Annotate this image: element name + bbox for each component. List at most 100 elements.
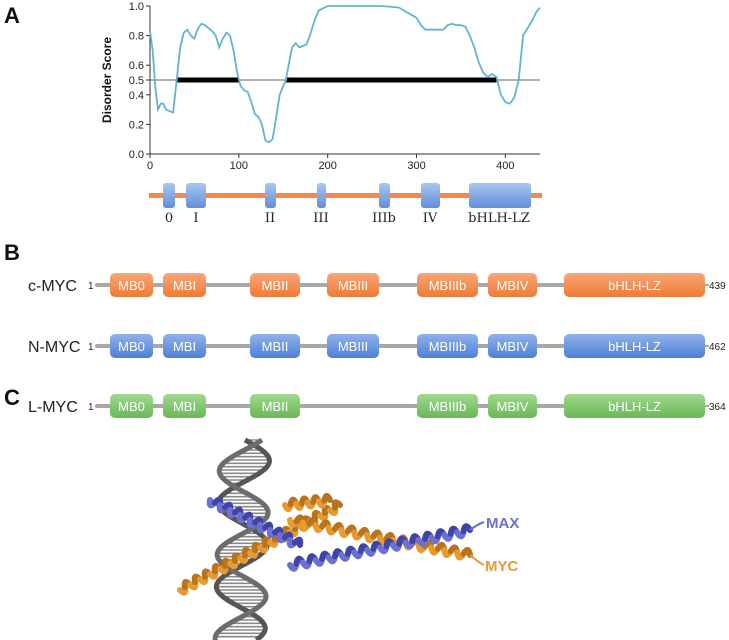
domain-label: MBIV xyxy=(497,278,529,293)
y-tick-label: 0.0 xyxy=(129,149,144,161)
domain-box xyxy=(110,334,153,358)
domain-box xyxy=(564,394,705,418)
y-tick-label: 0.5 xyxy=(129,75,144,87)
start-position: 1 xyxy=(88,281,94,292)
domain-label: MBIIIb xyxy=(429,399,467,414)
y-tick-label: 0.6 xyxy=(129,60,144,72)
protein-backbone xyxy=(95,344,705,348)
domain-label: IV xyxy=(423,211,438,226)
domain-label: IIIb xyxy=(372,211,396,226)
domain-box xyxy=(265,183,276,208)
max-helix-leucine-zipper xyxy=(287,523,473,572)
domain-box xyxy=(250,273,300,297)
panel-label-c: C xyxy=(4,385,20,410)
helix-turn xyxy=(321,492,333,504)
domain-box xyxy=(163,273,206,297)
domain-box xyxy=(417,394,478,418)
domain-label: MBIIIb xyxy=(429,339,467,354)
domain-label: MBIII xyxy=(338,339,368,354)
protein-name: L-MYC xyxy=(28,399,78,416)
myc-label: MYC xyxy=(485,558,519,575)
myc-max-dna-structure: MAX MYC xyxy=(177,437,519,640)
domain-box xyxy=(469,183,531,208)
domain-box xyxy=(488,334,537,358)
domain-box xyxy=(250,334,300,358)
protein-dna-ribbon xyxy=(177,437,485,640)
domain-box xyxy=(163,334,206,358)
domain-box xyxy=(488,394,537,418)
domain-box xyxy=(417,273,478,297)
x-tick-label: 400 xyxy=(496,160,514,172)
domain-label: MBI xyxy=(173,278,196,293)
y-tick-label: 0.4 xyxy=(129,90,144,102)
domain-label: MBI xyxy=(173,399,196,414)
domain-box xyxy=(327,273,379,297)
domain-label: MB0 xyxy=(118,278,145,293)
panel-label-b: B xyxy=(4,240,20,265)
x-tick-label: 100 xyxy=(230,160,248,172)
protein-backbone xyxy=(95,404,705,408)
domain-label: MBIV xyxy=(497,339,529,354)
domain-box xyxy=(488,273,537,297)
disorder-score-line xyxy=(149,5,541,144)
domain-box xyxy=(564,273,705,297)
max-tail xyxy=(469,521,485,531)
helix-turn xyxy=(292,536,304,548)
domain-label: bHLH-LZ xyxy=(608,339,661,354)
x-tick-label: 300 xyxy=(407,160,425,172)
domain-box xyxy=(163,183,175,208)
domain-label: I xyxy=(193,211,198,226)
max-label: MAX xyxy=(486,515,519,532)
y-tick-label: 0.2 xyxy=(129,119,144,131)
domain-box xyxy=(110,394,153,418)
domain-box xyxy=(417,334,478,358)
dna-double-helix xyxy=(212,437,272,640)
protein-backbone xyxy=(95,283,705,287)
helix-turn xyxy=(331,499,343,511)
max-helix-dna-binding xyxy=(206,496,304,549)
myc-loop xyxy=(282,492,333,513)
start-position: 1 xyxy=(88,342,94,353)
myc-tail xyxy=(469,554,485,566)
domain-label: MBIII xyxy=(338,278,368,293)
domain-box xyxy=(564,334,705,358)
y-tick-label: 1.0 xyxy=(129,1,144,13)
domain-label: MBII xyxy=(262,399,289,414)
domain-label: 0 xyxy=(165,211,173,226)
domain-label: bHLH-LZ xyxy=(608,278,661,293)
panel-label-a: A xyxy=(4,3,20,28)
domain-label: MBIV xyxy=(497,399,529,414)
domain-box xyxy=(327,334,379,358)
domain-label: bHLH-LZ xyxy=(468,211,530,226)
domain-label: MBII xyxy=(262,278,289,293)
domain-box xyxy=(379,183,390,208)
domain-box xyxy=(110,273,153,297)
domain-label: II xyxy=(265,211,275,226)
domain-box xyxy=(317,183,326,208)
end-position: 462 xyxy=(709,342,726,353)
end-position: 364 xyxy=(709,402,726,413)
helix-turn xyxy=(460,546,473,558)
domain-box xyxy=(163,394,206,418)
domain-label: MB0 xyxy=(118,399,145,414)
protein-name: c-MYC xyxy=(28,278,77,295)
y-tick-label: 0.8 xyxy=(129,31,144,43)
x-tick-label: 200 xyxy=(318,160,336,172)
start-position: 1 xyxy=(88,402,94,413)
protein-name: N-MYC xyxy=(28,339,80,356)
myc-helix-dna-binding xyxy=(177,499,343,596)
domain-label: MBI xyxy=(173,339,196,354)
domain-label: MBIIIb xyxy=(429,278,467,293)
domain-box xyxy=(421,183,440,208)
domain-label: bHLH-LZ xyxy=(608,399,661,414)
protein-row: L-MYC 1 364 MB0 MBI MBII MBIIIb MBIV bHLH-LZ xyxy=(28,394,726,418)
domain-label: MB0 xyxy=(118,339,145,354)
x-tick-label: 0 xyxy=(147,160,153,172)
dna-strand xyxy=(212,437,271,640)
helix-turn xyxy=(460,523,473,535)
domain-box xyxy=(186,183,206,208)
